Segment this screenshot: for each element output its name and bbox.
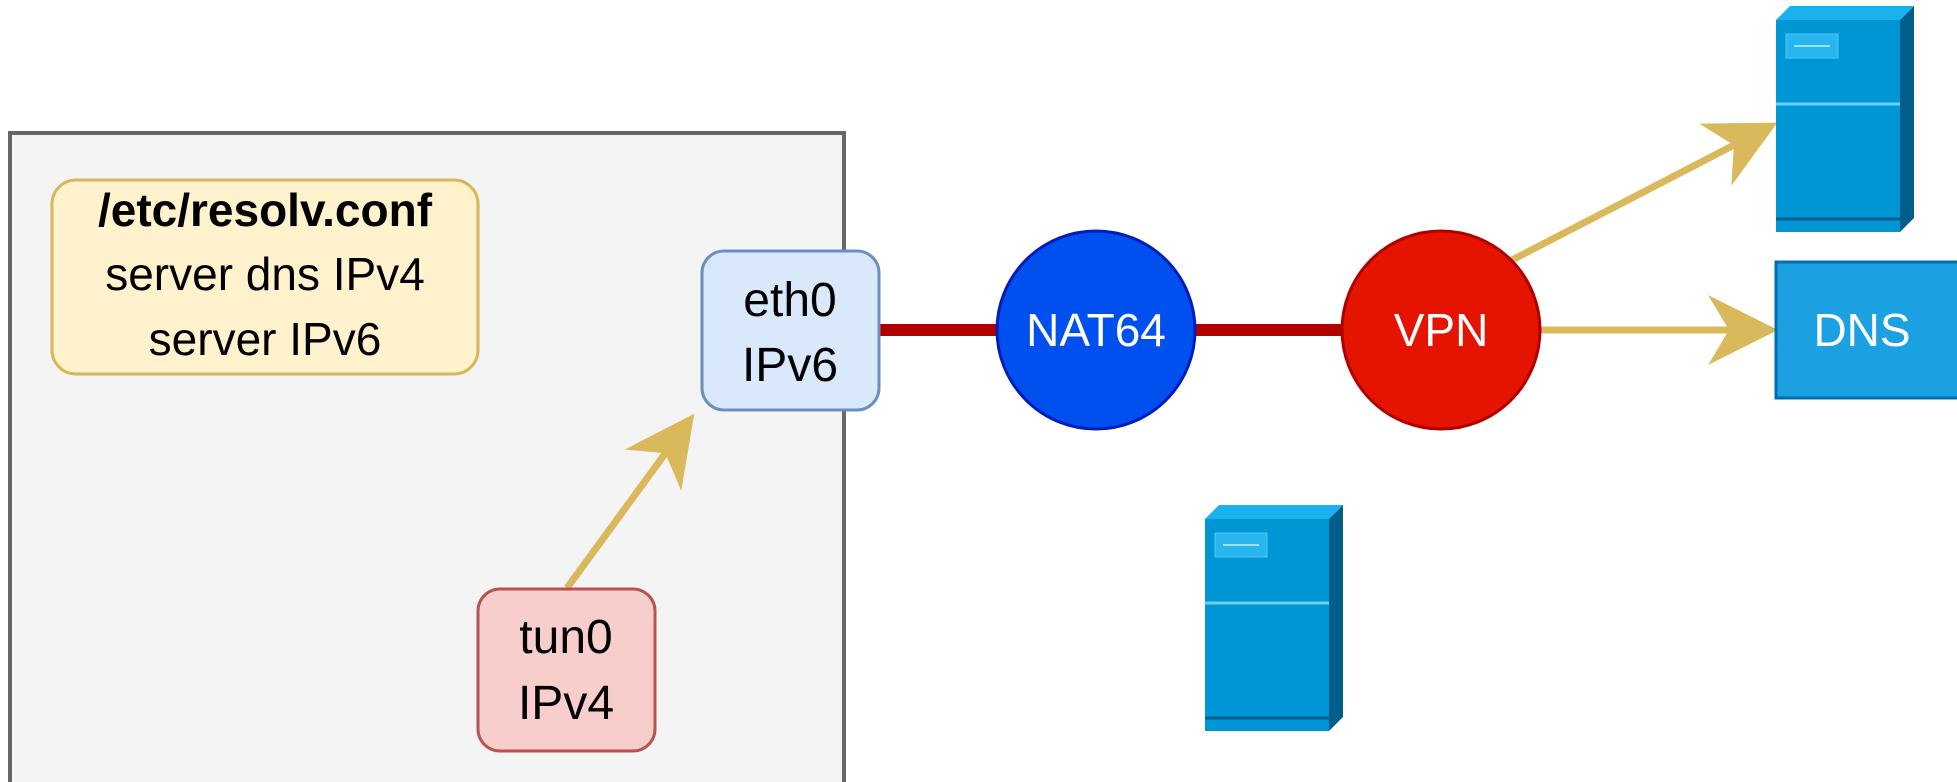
tun0-label: tun0 [519, 611, 612, 664]
eth0-interface: eth0 IPv6 [700, 249, 881, 412]
nat64-node: NAT64 [995, 229, 1197, 431]
vpn-label: VPN [1394, 304, 1489, 356]
server-icon [1776, 6, 1914, 232]
tun0-protocol: IPv4 [518, 677, 614, 730]
nat64-label: NAT64 [1026, 304, 1166, 356]
arrow-tun0-eth0 [564, 413, 695, 591]
server-icon [1205, 505, 1343, 731]
eth0-label: eth0 [743, 274, 836, 327]
resolv-conf-line-ipv6: server IPv6 [149, 313, 382, 365]
resolv-conf-title: /etc/resolv.conf [98, 184, 433, 236]
dns-label: DNS [1813, 304, 1910, 356]
eth0-protocol: IPv6 [742, 339, 838, 392]
resolv-conf-note: /etc/resolv.conf server dns IPv4 server … [50, 178, 480, 376]
tun0-interface: tun0 IPv4 [476, 587, 657, 753]
dns-server-box: DNS [1774, 260, 1957, 400]
arrow-vpn-server [1510, 122, 1778, 264]
vpn-node: VPN [1340, 229, 1542, 431]
resolv-conf-line-dns: server dns IPv4 [105, 248, 425, 300]
